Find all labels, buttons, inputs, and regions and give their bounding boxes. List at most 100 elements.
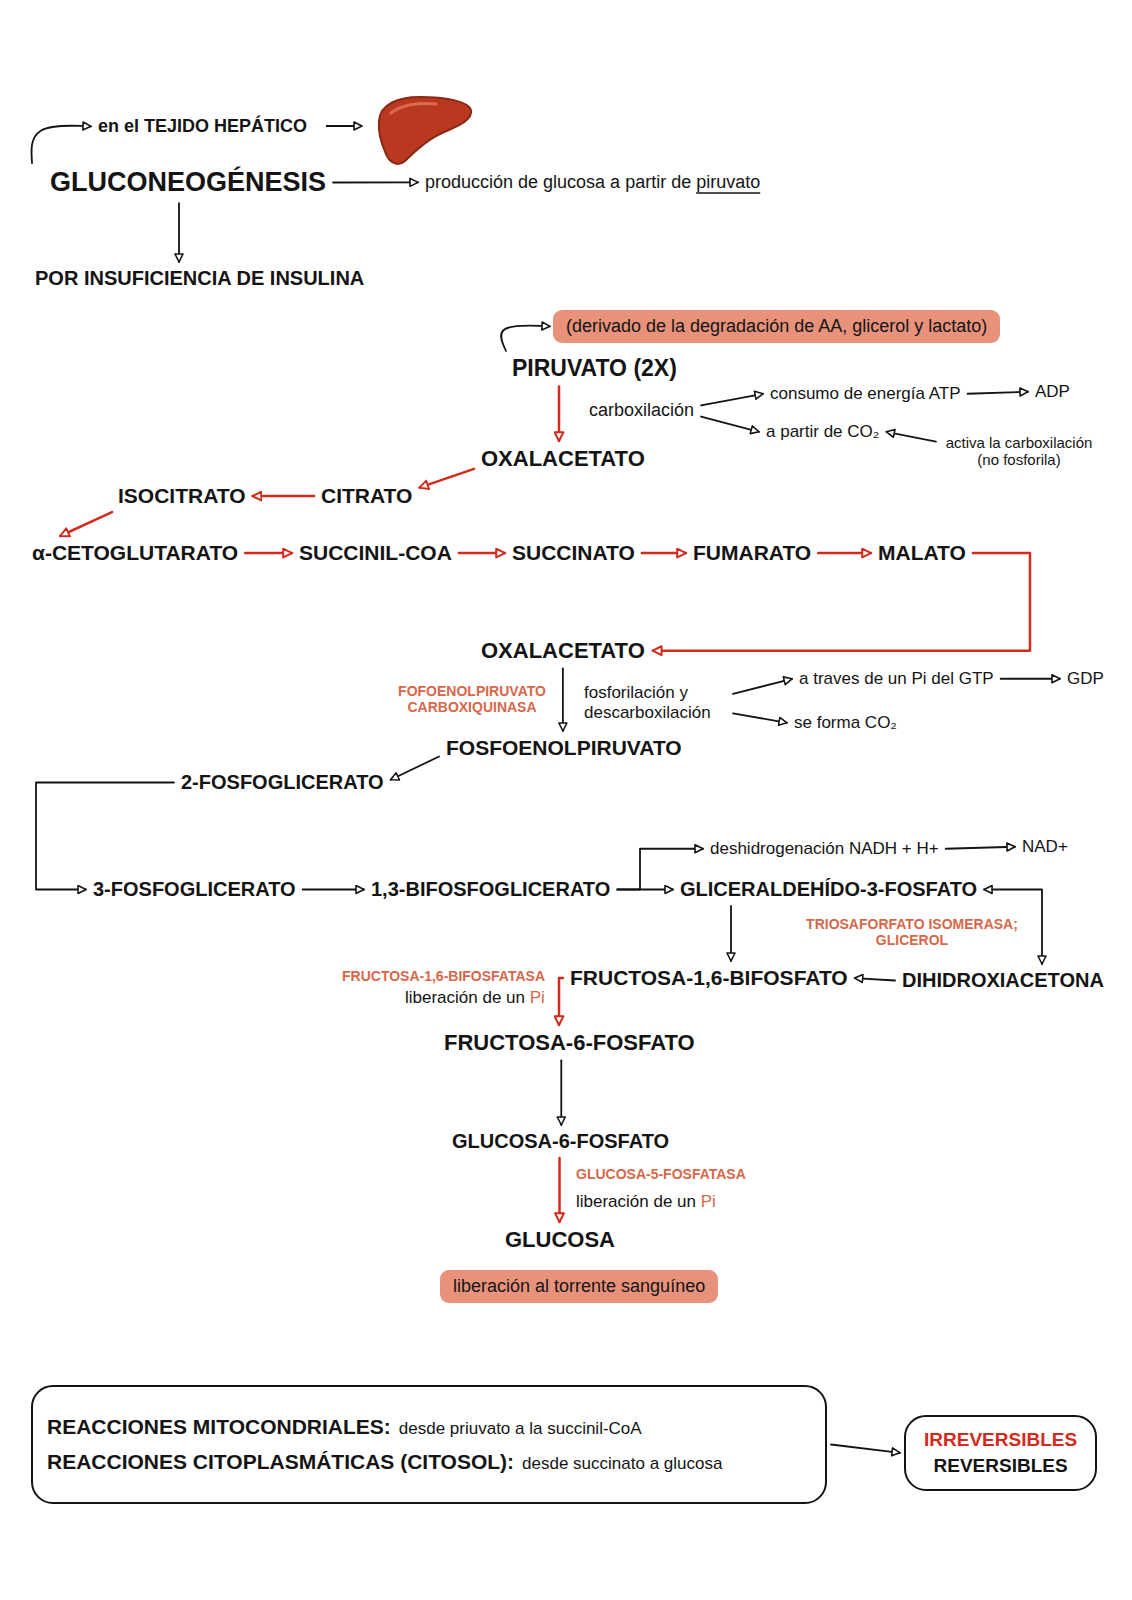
- enzyme-label: TRIOSAFORFATO ISOMERASA; GLICEROL: [796, 916, 1028, 948]
- label-part: liberación de un: [405, 988, 530, 1007]
- metabolite-term: GLICERALDEHÍDO-3-FOSFATO: [676, 876, 981, 903]
- metabolite-term: ISOCITRATO: [114, 482, 250, 510]
- connector-arrow: [818, 552, 871, 555]
- box-text: SUCCINATO: [512, 541, 635, 564]
- connector-arrow: [333, 181, 418, 183]
- metabolite-term: SUCCINIL-COA: [295, 539, 456, 567]
- label-part: liberación de un: [576, 1192, 701, 1211]
- connector-arrow: [642, 552, 686, 555]
- box-heading: REACCIONES CITOPLASMÁTICAS (CITOSOL):: [47, 1450, 514, 1473]
- metabolite-term: α-CETOGLUTARATO: [28, 539, 242, 567]
- box-text: carboxilación: [589, 400, 694, 420]
- metabolite-term: DIHIDROXIACETONA: [898, 967, 1108, 994]
- reaction-note: GDP: [1063, 667, 1108, 691]
- metabolite-term: GLUCOSA: [501, 1225, 619, 1254]
- underline: [696, 192, 760, 194]
- box-text: GLICERALDEHÍDO-3-FOSFATO: [680, 878, 977, 900]
- box-text: FUMARATO: [693, 541, 811, 564]
- box-text: FRUCTOSA-1,6-BIFOSFATO: [570, 966, 848, 989]
- label-part: Pi: [530, 988, 545, 1007]
- connector-arrow: [32, 126, 91, 163]
- box-text: OXALACETATO: [481, 446, 645, 471]
- summary-box: REACCIONES MITOCONDRIALES: desde priuvato…: [31, 1385, 827, 1504]
- connector-arrow: [653, 553, 1030, 651]
- box-text: 2-FOSFOGLICERATO: [181, 771, 384, 793]
- metabolite-term: FRUCTOSA-1,6-BIFOSFATO: [566, 964, 852, 992]
- box-text: activa la carboxilación (no fosforila): [946, 434, 1093, 468]
- box-text: (derivado de la degradación de AA, glice…: [566, 316, 987, 336]
- connector-arrow: [733, 713, 787, 722]
- box-text: PIRUVATO (2X): [512, 355, 677, 381]
- connector-arrow: [730, 906, 732, 961]
- reaction-label: liberación de un Pi: [576, 1192, 716, 1212]
- metabolite-term: OXALACETATO: [477, 444, 649, 473]
- reaction-note: a partir de CO₂: [762, 420, 883, 444]
- box-text: desde succinato a glucosa: [522, 1454, 722, 1473]
- box-text: producción de glucosa a partir de piruva…: [425, 172, 760, 192]
- connector-arrow: [36, 783, 174, 890]
- connector-arrow: [560, 1060, 562, 1125]
- reaction-note: a traves de un Pi del GTP: [795, 667, 998, 691]
- box-text: fosforilación y descarboxilación: [584, 683, 711, 722]
- connector-arrow: [391, 757, 439, 780]
- connector-arrow: [831, 1445, 900, 1453]
- connector-arrow: [733, 679, 792, 694]
- definition-note: producción de glucosa a partir de piruva…: [421, 170, 764, 195]
- metabolite-term: SUCCINATO: [508, 539, 639, 567]
- reaction-note: deshidrogenación NADH + H+: [706, 837, 943, 861]
- box-text: GLUCONEOGÉNESIS: [50, 167, 326, 197]
- metabolite-term: FOSFOENOLPIRUVATO: [442, 734, 686, 762]
- box-text: 3-FOSFOGLICERATO: [93, 878, 296, 900]
- metabolite-term: CITRATO: [317, 482, 416, 510]
- connector-arrow: [968, 392, 1028, 394]
- box-text: DIHIDROXIACETONA: [902, 969, 1104, 991]
- box-text: GDP: [1067, 669, 1104, 688]
- reaction-note: activa la carboxilación (no fosforila): [939, 432, 1099, 471]
- reaction-note: ADP: [1031, 380, 1074, 404]
- box-text: POR INSUFICIENCIA DE INSULINA: [35, 267, 364, 289]
- box-text: consumo de energía ATP: [770, 384, 961, 403]
- connector-arrow: [855, 978, 895, 980]
- enzyme-label: FRUCTOSA-1,6-BIFOSFATASA: [342, 968, 545, 984]
- box-text: deshidrogenación NADH + H+: [710, 839, 939, 858]
- liver-shape: [379, 97, 471, 164]
- box-text: GLUCOSA: [505, 1227, 615, 1252]
- location-note: en el TEJIDO HEPÁTICO: [94, 114, 311, 139]
- highlight-box: (derivado de la degradación de AA, glice…: [553, 310, 1000, 343]
- box-text: FRUCTOSA-6-FOSFATO: [444, 1030, 695, 1055]
- box-text: SUCCINIL-COA: [299, 541, 452, 564]
- highlight-box: liberación al torrente sanguíneo: [440, 1270, 718, 1303]
- metabolite-term: PIRUVATO (2X): [508, 353, 681, 383]
- liver-illustration: [379, 97, 471, 164]
- connector-arrow: [459, 552, 505, 555]
- reaction-note: carboxilación: [585, 398, 698, 423]
- box-text: OXALACETATO: [481, 638, 645, 663]
- box-text: FOSFOENOLPIRUVATO: [446, 736, 682, 759]
- metabolite-term: OXALACETATO: [477, 636, 649, 665]
- box-text: desde priuvato a la succinil-CoA: [399, 1419, 642, 1438]
- reaction-note: se forma CO₂: [790, 711, 901, 735]
- connector-arrow: [701, 417, 759, 432]
- connector-arrow: [1001, 678, 1060, 680]
- connector-arrow: [701, 394, 763, 406]
- liver-highlight: [391, 103, 436, 113]
- leader-arrow: [326, 125, 362, 127]
- box-text: ADP: [1035, 382, 1070, 401]
- connector-arrow: [886, 432, 936, 442]
- connector-arrow: [946, 847, 1015, 849]
- label-part: Pi: [701, 1192, 716, 1211]
- reaction-note: fosforilación y descarboxilación: [580, 681, 730, 724]
- box-text: NAD+: [1022, 837, 1068, 856]
- box-heading: REACCIONES MITOCONDRIALES:: [47, 1415, 391, 1438]
- enzyme-label: GLUCOSA-5-FOSFATASA: [576, 1166, 746, 1182]
- box-heading: IRREVERSIBLES: [924, 1429, 1077, 1450]
- connector-arrow: [558, 1158, 561, 1222]
- metabolite-term: FRUCTOSA-6-FOSFATO: [440, 1028, 699, 1057]
- box-heading: REVERSIBLES: [934, 1455, 1068, 1476]
- metabolite-term: FUMARATO: [689, 539, 815, 567]
- connector-arrow: [558, 386, 561, 441]
- metabolite-term: MALATO: [874, 539, 970, 567]
